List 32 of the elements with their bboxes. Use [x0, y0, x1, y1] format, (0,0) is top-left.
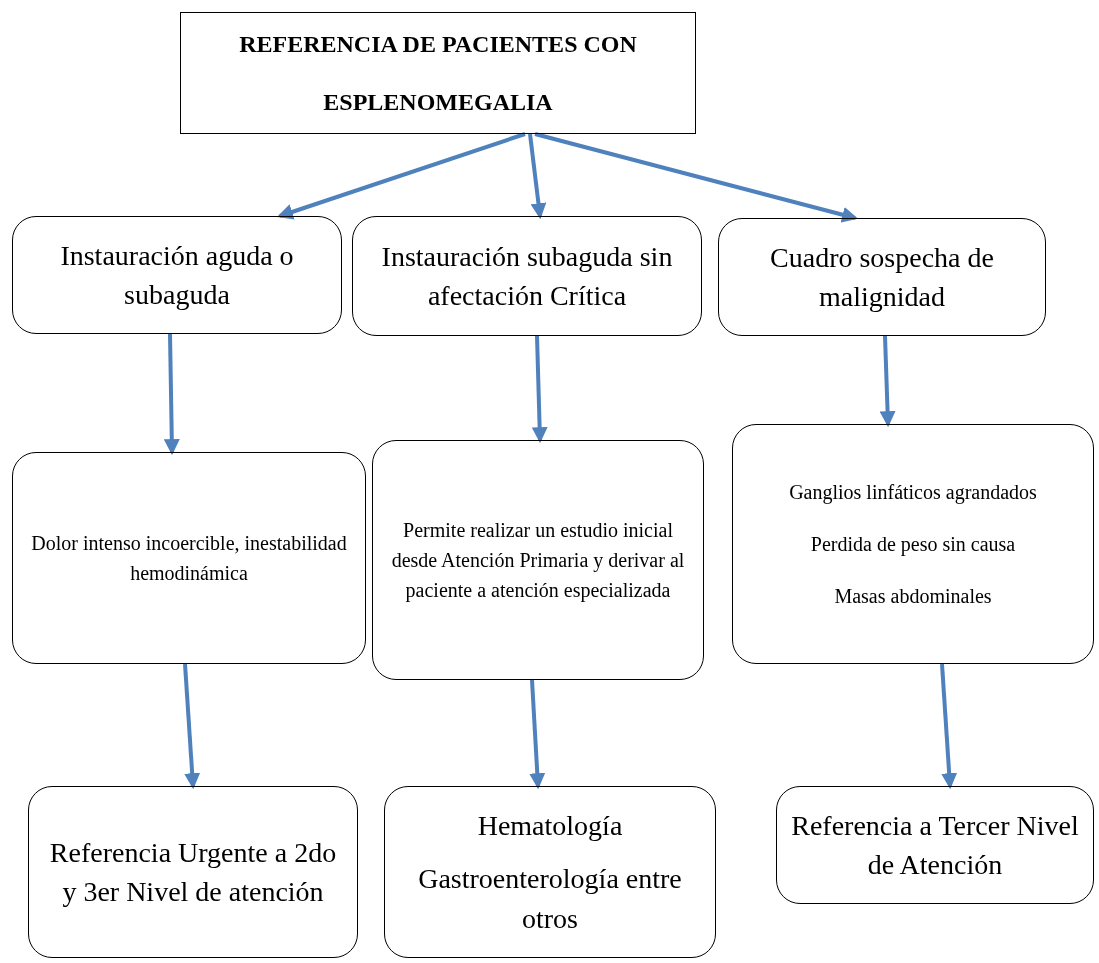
rounded-box — [28, 786, 358, 958]
arrow — [879, 335, 896, 428]
arrow — [183, 663, 201, 790]
arrow — [528, 133, 547, 220]
box-text: Hematología — [477, 809, 623, 844]
rounded-box — [12, 216, 342, 334]
rounded-box — [776, 786, 1094, 904]
title-box — [180, 12, 696, 134]
arrow — [529, 679, 546, 790]
box-text: Permite realizar un estudio inicial desde Atención Primaria y derivar al paciente a atención especializada — [390, 518, 686, 604]
box-text: Dolor intenso incoercible, inestabilidad hemodinámica — [30, 531, 348, 586]
rounded-box — [372, 440, 704, 680]
box-text: Ganglios linfáticos agrandados — [789, 480, 1037, 506]
rounded-box — [384, 786, 716, 958]
title-text: REFERENCIA DE PACIENTES CON ESPLENOMEGALIA — [238, 30, 638, 117]
box-text: Gastroenterología entre otros — [417, 862, 683, 936]
rounded-box — [732, 424, 1094, 664]
arrow — [940, 663, 958, 790]
arrow — [531, 335, 548, 444]
box-text: Referencia Urgente a 2do y 3er Nivel de atención — [48, 835, 338, 909]
rounded-box — [352, 216, 702, 336]
box-text: Referencia a Tercer Nivel de Atención — [791, 808, 1079, 882]
rounded-box — [12, 452, 366, 664]
box-text: Instauración subaguda sin afectación Crítica — [380, 239, 674, 313]
rounded-box — [718, 218, 1046, 336]
box-text: Masas abdominales — [834, 584, 992, 609]
arrow — [163, 333, 180, 456]
box-text: Instauración aguda o subaguda — [59, 238, 295, 312]
arrow — [534, 132, 859, 223]
arrow — [276, 132, 526, 220]
box-text: Perdida de peso sin causa — [810, 532, 1016, 558]
box-text: Cuadro sospecha de malignidad — [769, 240, 995, 314]
